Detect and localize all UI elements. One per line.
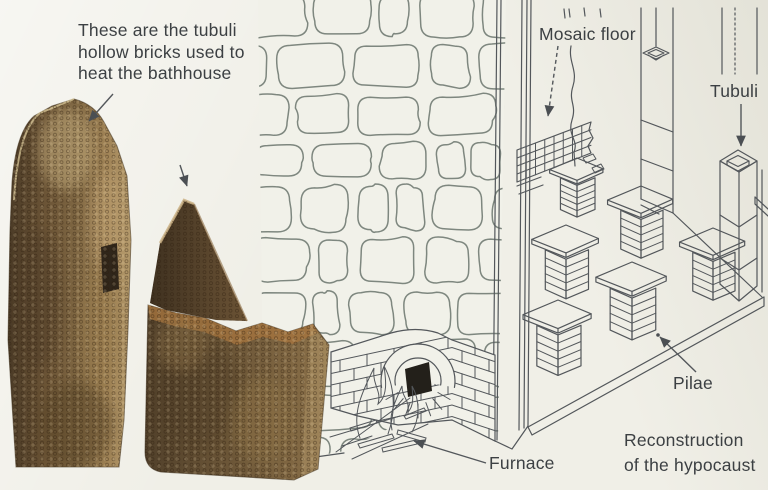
pilae-arrow [659, 336, 697, 373]
right-wall-edge [754, 169, 768, 293]
tubuli-photo-arrow-2 [179, 164, 189, 187]
tubulus-photo-left [7, 98, 132, 468]
label-tubuli: Tubuli [710, 81, 759, 101]
caption-reconstruction: Reconstruction of the hypocaust [624, 430, 756, 475]
label-pilae: Pilae [673, 373, 713, 393]
mosaic-floor-drawing [516, 121, 605, 183]
pila [531, 224, 599, 300]
floor-edge [527, 296, 765, 436]
annotation-text: These are the tubuli hollow bricks used … [78, 20, 245, 83]
annotation-arrows [88, 45, 746, 464]
back-wall-base [672, 212, 763, 298]
pila [595, 261, 667, 341]
mosaic-floor-arrow [544, 45, 559, 117]
furnace-arrow [413, 439, 487, 464]
pila [549, 157, 604, 218]
tubulus-column-right [719, 149, 758, 302]
pila [522, 299, 592, 377]
floor-crack-line [569, 45, 576, 167]
pila [678, 227, 746, 301]
pilae-group [522, 157, 746, 377]
tubulus-photo-right [144, 198, 330, 481]
label-furnace: Furnace [489, 453, 555, 473]
wall-tick-marks [563, 7, 602, 19]
tubuli-photo-arrow-1 [88, 93, 114, 122]
tubulus-column-left [640, 7, 674, 215]
pila [606, 185, 674, 259]
tubuli-flue-lines [721, 7, 758, 75]
hypocaust-interior [516, 7, 768, 436]
label-mosaic-floor: Mosaic floor [539, 24, 636, 44]
